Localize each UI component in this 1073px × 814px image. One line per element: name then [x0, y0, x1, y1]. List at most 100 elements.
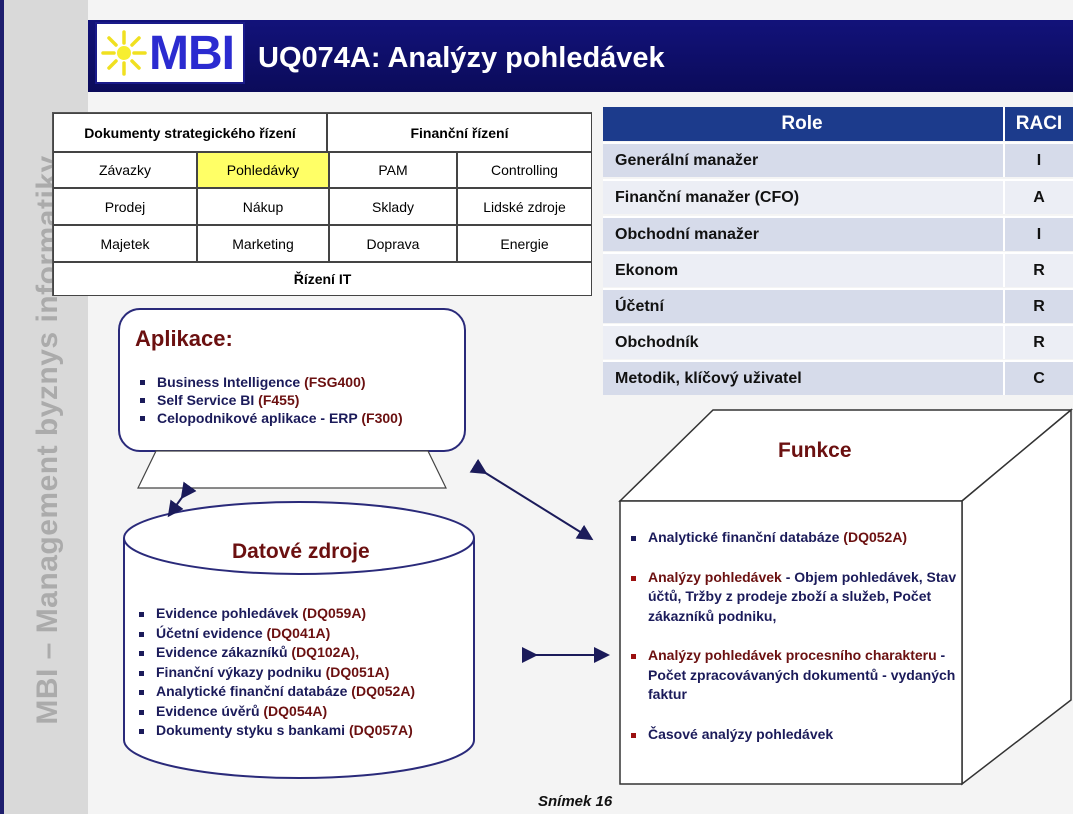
list-item: Finanční výkazy podniku (DQ051A) [136, 663, 415, 683]
list-item: Dokumenty styku s bankami (DQ057A) [136, 721, 415, 741]
raci-value: R [1003, 254, 1073, 287]
item-text: Self Service BI [157, 392, 259, 408]
item-code: (DQ059A) [302, 605, 367, 621]
grid-cell-controlling: Controlling [457, 152, 592, 188]
database-cylinder [123, 501, 475, 779]
raci-row: Generální manažer I [603, 142, 1073, 177]
item-code: (F455) [258, 392, 300, 408]
item-code: (DQ051A) [325, 663, 390, 680]
arrow-monitor-functions [469, 458, 594, 541]
grid-cell-marketing: Marketing [197, 225, 329, 262]
raci-value: R [1003, 290, 1073, 323]
item-text: Finanční výkazy podniku [156, 663, 326, 680]
grid-cell-energie: Energie [457, 225, 592, 262]
grid-cell-lidske-zdroje: Lidské zdroje [457, 188, 592, 225]
slide-number: Snímek 16 [538, 793, 613, 810]
item-text: Dokumenty styku s bankami [156, 722, 349, 738]
list-item: Analýzy pohledávek - Objem pohledávek, S… [628, 568, 968, 627]
sun-icon [101, 30, 147, 76]
raci-role: Finanční manažer (CFO) [615, 188, 800, 206]
grid-cell-sklady: Sklady [329, 188, 457, 225]
item-text: Evidence zákazníků [156, 644, 292, 660]
applications-list: Business Intelligence (FSG400) Self Serv… [137, 373, 403, 427]
list-item: Self Service BI (F455) [137, 391, 403, 409]
raci-table-header: Role RACI [603, 107, 1073, 141]
list-item: Evidence pohledávek (DQ059A) [136, 604, 415, 624]
area-grid: Dokumenty strategického řízení Finanční … [52, 112, 592, 296]
grid-cell-majetek: Majetek [53, 225, 197, 262]
list-item: Evidence zákazníků (DQ102A), [136, 643, 415, 663]
mbi-logo: MBI [95, 22, 245, 84]
raci-role: Obchodník [615, 333, 699, 351]
list-item: Účetní evidence (DQ041A) [136, 624, 415, 644]
page-title: UQ074A: Analýzy pohledávek [258, 42, 665, 74]
raci-row: Ekonom R [603, 252, 1073, 287]
item-text: Celopodnikové aplikace - ERP [157, 410, 362, 426]
grid-cell-pohledavky: Pohledávky [197, 152, 329, 188]
grid-cell-prodej: Prodej [53, 188, 197, 225]
item-text: Účetní evidence [156, 624, 267, 641]
raci-row: Metodik, klíčový uživatel C [603, 360, 1073, 395]
raci-role: Metodik, klíčový uživatel [615, 369, 802, 387]
applications-title: Aplikace: [135, 326, 233, 351]
item-text: - Počet zpracovávaných dokumentů - vydan… [648, 647, 956, 702]
raci-value: I [1003, 218, 1073, 251]
grid-cell-zavazky: Závazky [53, 152, 197, 188]
data-sources-title: Datové zdroje [232, 540, 370, 563]
list-item: Business Intelligence (FSG400) [137, 373, 403, 391]
raci-value: C [1003, 362, 1073, 395]
header-bar [88, 20, 1073, 92]
raci-role: Ekonom [615, 261, 679, 279]
raci-value: I [1003, 144, 1073, 177]
list-item: Analytické finanční databáze (DQ052A) [628, 528, 968, 548]
item-code: (DQ052A) [351, 683, 416, 699]
data-sources-list: Evidence pohledávek (DQ059A) Účetní evid… [136, 604, 415, 741]
footer [88, 788, 1073, 814]
item-text: Business Intelligence [157, 374, 305, 390]
item-code: (FSG400) [304, 374, 366, 390]
grid-cell-pam: PAM [329, 152, 457, 188]
raci-role: Obchodní manažer [615, 225, 760, 243]
grid-cell-rizeni-it: Řízení IT [53, 262, 592, 296]
list-item: Evidence úvěrů (DQ054A) [136, 702, 415, 722]
item-text: Analytické finanční databáze [648, 529, 844, 545]
item-text: Analytické finanční databáze [156, 683, 352, 699]
raci-row: Účetní R [603, 288, 1073, 323]
raci-value: R [1003, 326, 1073, 359]
list-item: Analýzy pohledávek procesního charakteru… [628, 646, 968, 705]
item-lead: Analýzy pohledávek [648, 568, 782, 585]
logo-text: MBI [149, 27, 235, 80]
raci-row: Obchodní manažer I [603, 216, 1073, 251]
item-lead: Analýzy pohledávek procesního charakteru [648, 647, 937, 663]
grid-cell-strategic-docs: Dokumenty strategického řízení [53, 113, 327, 152]
item-code: (DQ054A) [263, 702, 328, 719]
item-text: Evidence úvěrů [156, 702, 264, 719]
list-item: Časové analýzy pohledávek [628, 725, 968, 745]
item-code: (DQ102A), [291, 644, 360, 660]
functions-cube [618, 408, 1073, 786]
grid-cell-doprava: Doprava [329, 225, 457, 262]
raci-value: A [1003, 181, 1073, 214]
arrow-monitor-database [167, 481, 197, 518]
grid-cell-financial-management: Finanční řízení [327, 113, 592, 152]
functions-title: Funkce [778, 439, 852, 462]
item-code: (DQ041A) [266, 624, 331, 641]
item-text: - Objem pohledávek, Stav účtů, Tržby z p… [648, 568, 957, 624]
item-text: Evidence pohledávek [156, 605, 303, 621]
item-code: (F300) [361, 410, 403, 426]
raci-header-role: Role [781, 113, 823, 134]
item-code: (DQ052A) [843, 529, 908, 545]
list-item: Analytické finanční databáze (DQ052A) [136, 682, 415, 702]
raci-role: Generální manažer [615, 151, 759, 169]
raci-role: Účetní [615, 297, 664, 315]
functions-list: Analytické finanční databáze (DQ052A) An… [628, 528, 968, 744]
monitor-stand [137, 450, 447, 489]
item-lead: Časové analýzy pohledávek [648, 725, 834, 742]
raci-row: Obchodník R [603, 324, 1073, 359]
raci-header-raci: RACI [1003, 107, 1073, 141]
raci-row: Finanční manažer (CFO) A [603, 179, 1073, 214]
grid-cell-nakup: Nákup [197, 188, 329, 225]
item-code: (DQ057A) [348, 722, 413, 738]
